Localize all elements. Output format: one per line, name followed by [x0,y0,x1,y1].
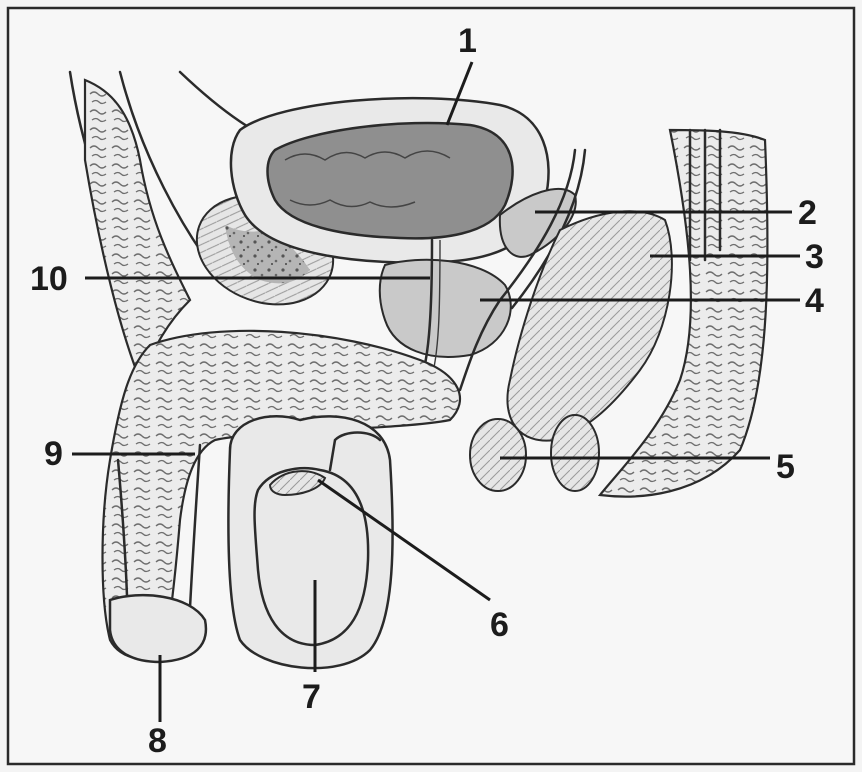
bulbourethral-gland [470,419,526,491]
label-10-text: 10 [30,260,68,298]
anal-sphincter [551,415,599,491]
label-5-text: 5 [776,448,795,486]
label-2-text: 2 [798,194,817,232]
label-4-text: 4 [805,282,824,320]
bladder-lumen [268,123,513,238]
label-7-text: 7 [302,678,321,716]
label-9-text: 9 [44,435,63,473]
prostate-gland [380,260,511,357]
label-3-text: 3 [805,238,824,276]
label-6-text: 6 [490,606,509,644]
label-1-text: 1 [458,22,477,60]
testis [255,468,369,645]
label-8-text: 8 [148,722,167,760]
